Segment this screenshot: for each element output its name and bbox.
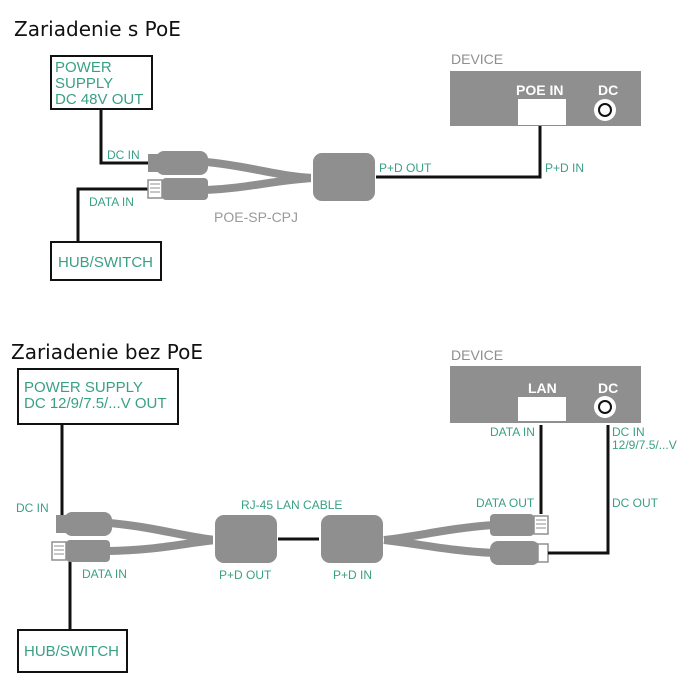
bottom-dc-jack-icon xyxy=(594,396,616,418)
top-power-supply-box: POWER SUPPLY DC 48V OUT xyxy=(50,55,153,110)
bottom-dc-out-wire xyxy=(548,425,610,555)
bottom-data-in-label: DATA IN xyxy=(82,567,127,581)
top-dc-wire xyxy=(99,108,148,165)
bottom-lan-port xyxy=(518,397,566,421)
top-section-title: Zariadenie s PoE xyxy=(14,17,181,41)
top-hub-box: HUB/SWITCH xyxy=(50,241,162,281)
top-device-port2-label: DC xyxy=(598,82,619,98)
top-pd-wire xyxy=(376,124,542,179)
bottom-hub-box: HUB/SWITCH xyxy=(17,629,128,673)
bottom-dc-in-label: DC IN xyxy=(16,501,49,515)
bottom-data-out-label: DATA OUT xyxy=(476,496,535,510)
top-pd-in-label: P+D IN xyxy=(545,161,585,175)
bottom-section-title: Zariadenie bez PoE xyxy=(11,340,203,364)
top-hub-label: HUB/SWITCH xyxy=(58,254,153,271)
bottom-left-dc-plug xyxy=(56,512,112,536)
top-rj45-plug xyxy=(147,178,208,200)
bottom-pd-out-label: P+D OUT xyxy=(219,568,272,582)
bottom-device-title: DEVICE xyxy=(451,347,504,363)
top-product-label: POE-SP-CPJ xyxy=(214,209,299,225)
top-device-box: POE IN DC xyxy=(450,71,641,126)
top-power-supply-label: POWER SUPPLY DC 48V OUT xyxy=(55,59,144,108)
top-pd-out-label: P+D OUT xyxy=(379,161,432,175)
top-dc-plug xyxy=(148,151,208,175)
top-device-title: DEVICE xyxy=(451,51,504,67)
top-dc-jack-icon xyxy=(594,99,616,121)
bottom-hub-label: HUB/SWITCH xyxy=(24,643,119,660)
top-dc-in-label: DC IN xyxy=(107,148,140,162)
bottom-left-splitter xyxy=(213,513,279,565)
top-poe-in-port xyxy=(518,99,566,125)
top-device-port1-label: POE IN xyxy=(516,82,564,98)
lan-cable-label: RJ-45 LAN CABLE xyxy=(241,498,343,512)
bottom-right-rj45-plug xyxy=(490,514,549,536)
top-splitter xyxy=(311,151,377,203)
bottom-dc-out-label: DC OUT xyxy=(612,496,658,510)
bottom-device-dc-in-label: DC IN 12/9/7.5/...V xyxy=(612,425,677,452)
top-data-in-label: DATA IN xyxy=(89,195,134,209)
bottom-left-rj45-plug xyxy=(51,540,110,562)
bottom-right-dc-jack xyxy=(490,541,549,565)
bottom-power-supply-label: POWER SUPPLY DC 12/9/7.5/...V OUT xyxy=(24,379,167,412)
bottom-pd-in-label: P+D IN xyxy=(333,568,373,582)
top-data-wire xyxy=(76,187,148,243)
bottom-device-port1-label: LAN xyxy=(528,380,557,396)
bottom-right-splitter xyxy=(319,513,385,565)
bottom-device-box: LAN DC xyxy=(450,366,641,423)
bottom-power-supply-box: POWER SUPPLY DC 12/9/7.5/...V OUT xyxy=(17,368,179,425)
bottom-device-data-in-label: DATA IN xyxy=(490,425,535,439)
bottom-device-port2-label: DC xyxy=(598,380,619,396)
